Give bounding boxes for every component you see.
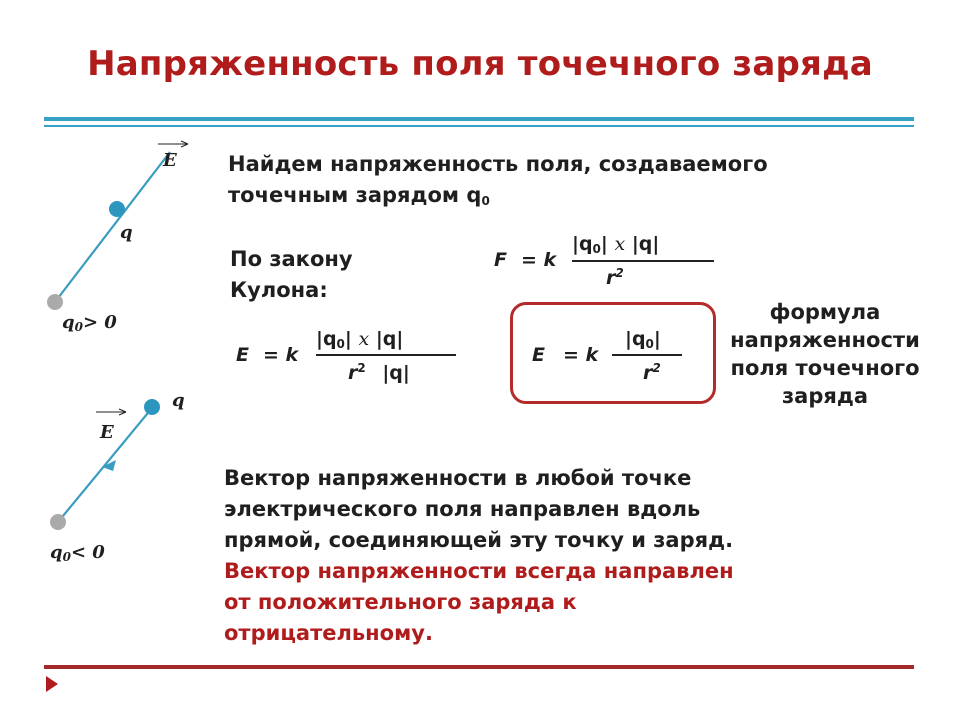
title-divider-thick — [44, 117, 914, 121]
vector-text-red-line: от положительного заряда к — [224, 590, 577, 614]
intro-line-1: Найдем напряженность поля, создаваемого — [228, 152, 768, 176]
field-fraction-bar-1 — [316, 354, 456, 356]
force-symbol: F — [494, 249, 507, 271]
arrow-head-icon — [118, 408, 127, 416]
field-line-positive — [54, 151, 171, 303]
field-eq-k-2: = k — [563, 344, 599, 366]
field-eq-k-1: = k — [263, 344, 299, 366]
vector-text: Вектор напряженности в любой точке элект… — [224, 463, 734, 649]
vector-text-line: электрического поля направлен вдоль — [224, 497, 701, 521]
next-slide-arrow-icon[interactable] — [46, 676, 58, 692]
force-eq-k: = k — [521, 249, 557, 271]
formula-caption-line: формула — [769, 300, 881, 324]
test-charge-dot-positive — [109, 201, 125, 217]
force-denominator: r2 — [606, 266, 624, 289]
force-numerator: |q0| x |q| — [572, 233, 660, 256]
result-formula-box — [510, 302, 716, 404]
test-charge-dot-negative — [144, 399, 160, 415]
vector-text-line: прямой, соединяющей эту точку и заряд. — [224, 528, 734, 552]
vector-text-red-line: Вектор напряженности всегда направлен — [224, 559, 734, 583]
formula-caption-line: поля точечного — [730, 356, 920, 380]
field-arrow-negative-icon — [102, 460, 116, 471]
field-denominator-2: r2 — [643, 361, 661, 384]
force-fraction-bar — [572, 260, 714, 262]
label-e-positive: E — [163, 150, 177, 171]
formula-caption-line: заряда — [781, 384, 869, 408]
label-q0-negative: q0< 0 — [50, 542, 105, 564]
positive-charge-diagram — [47, 140, 189, 310]
field-symbol-2: E — [532, 344, 545, 366]
label-q-positive: q — [120, 222, 133, 243]
field-numerator-2: |q0| — [625, 328, 661, 351]
formula-caption-line: напряженности — [730, 328, 920, 352]
label-e-negative: E — [100, 422, 114, 443]
law-line-2: Кулона: — [230, 278, 328, 302]
field-vector-diagrams — [47, 140, 189, 530]
vector-text-red-line: отрицательному. — [224, 621, 433, 645]
field-fraction-bar-2 — [612, 354, 682, 356]
source-charge-dot-negative — [50, 514, 66, 530]
arrow-head-icon — [180, 140, 189, 148]
field-numerator-1: |q0| x |q| — [316, 328, 404, 351]
label-q0-positive: q0> 0 — [62, 312, 117, 334]
formula-caption: формула напряженности поля точечного зар… — [700, 298, 950, 410]
field-symbol-1: E — [236, 344, 249, 366]
footer-divider — [44, 665, 914, 669]
negative-charge-diagram — [50, 399, 160, 530]
field-line-negative — [57, 407, 153, 523]
source-charge-dot-positive — [47, 294, 63, 310]
law-line-1: По закону — [230, 247, 353, 271]
vector-text-line: Вектор напряженности в любой точке — [224, 466, 692, 490]
field-denominator-1: r2 |q| — [348, 361, 410, 384]
intro-line-2: точечным зарядом q0 — [228, 183, 490, 208]
slide-title: Напряженность поля точечного заряда — [87, 44, 873, 84]
label-q-negative: q — [172, 390, 185, 411]
title-divider-thin — [44, 125, 914, 127]
